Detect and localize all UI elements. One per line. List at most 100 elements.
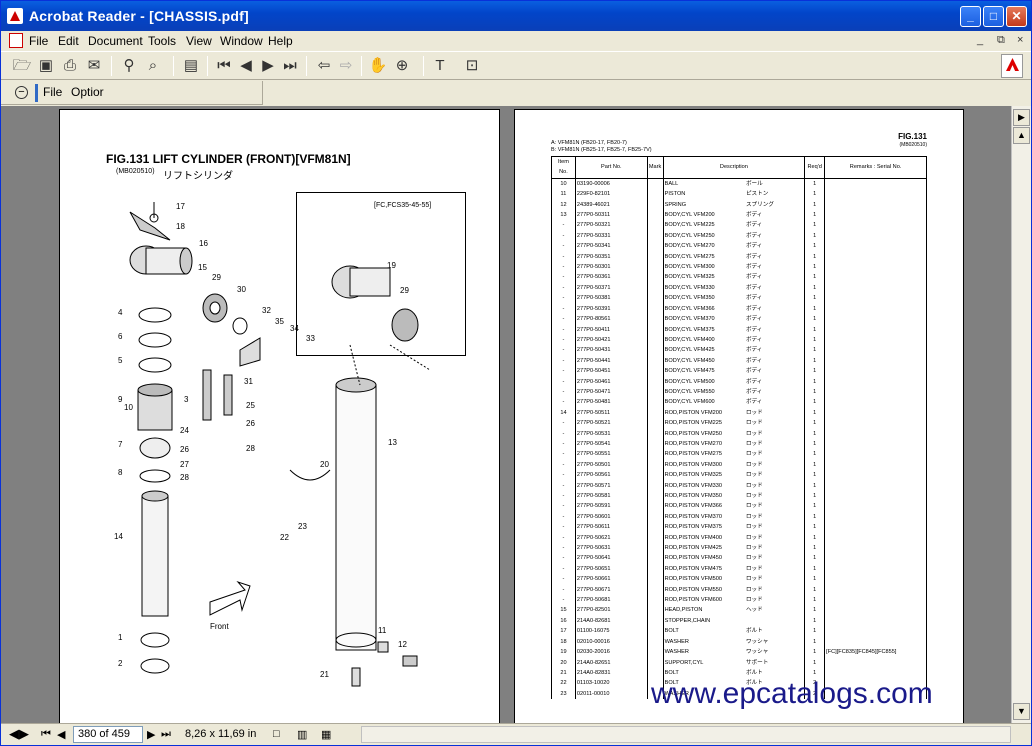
cell-item: 20 — [551, 657, 576, 668]
last-page-status-icon[interactable]: ⏭ — [161, 728, 171, 740]
scroll-up-icon[interactable]: ▲ — [1013, 127, 1030, 144]
scroll-right-icon[interactable]: ▶ — [1013, 109, 1030, 126]
cell-desc: BODY,CYL VFM450 — [662, 355, 745, 367]
page-number-field[interactable]: 380 of 459 — [73, 726, 143, 743]
cell-rem — [824, 376, 927, 387]
cell-rem — [824, 678, 927, 689]
cell-qty: 1 — [804, 407, 826, 419]
search-icon[interactable]: ⚲ — [123, 57, 135, 74]
cell-desc: ROD,PISTON VFM225 — [662, 418, 745, 429]
minimize-button[interactable]: _ — [960, 6, 981, 27]
cell-qty: 2 — [804, 688, 826, 700]
callout-35: 35 — [275, 317, 284, 326]
cell-desc: WASHER — [662, 688, 745, 700]
close-button[interactable]: ✕ — [1006, 6, 1027, 27]
menu-help[interactable]: Help — [268, 34, 293, 48]
open-icon[interactable]: 🗁 — [12, 57, 32, 74]
callout-6: 6 — [118, 332, 123, 341]
bookmarks-icon[interactable]: ▤ — [183, 57, 199, 74]
last-page-icon[interactable]: ⏭ — [283, 57, 297, 74]
continuous-icon[interactable]: ▥ — [297, 729, 308, 741]
email-icon[interactable]: ✉ — [87, 57, 101, 74]
toolbar-file-button[interactable]: File — [43, 85, 63, 99]
menu-window[interactable]: Window — [220, 34, 263, 48]
previous-page-status-icon[interactable]: ◀ — [57, 729, 66, 741]
cell-item: - — [551, 501, 576, 512]
cell-part: 277P0-50351 — [574, 251, 648, 263]
snapshot-icon[interactable]: ⊡ — [465, 57, 479, 74]
cell-item: - — [551, 449, 576, 460]
toolbar-options-button[interactable]: Optior — [71, 85, 104, 99]
text-select-icon[interactable]: T — [435, 57, 445, 74]
cell-rem — [824, 262, 927, 273]
cell-desc: BOLT — [662, 678, 745, 689]
collapse-icon[interactable]: − — [15, 86, 28, 99]
hand-tool-icon[interactable]: ✋ — [368, 57, 388, 74]
cell-item: 10 — [551, 178, 576, 190]
doc-close-button[interactable]: × — [1017, 34, 1024, 46]
cell-desc: WASHER — [662, 647, 745, 658]
maximize-button[interactable]: □ — [983, 6, 1004, 27]
menu-edit[interactable]: Edit — [58, 34, 79, 48]
cell-rem — [824, 241, 927, 252]
first-page-status-icon[interactable]: ⏮ — [41, 728, 51, 740]
cell-mark — [646, 595, 664, 606]
callout-11: 11 — [378, 626, 387, 635]
cell-mark — [646, 199, 664, 211]
cell-desc: ROD,PISTON VFM270 — [662, 438, 745, 450]
doc-restore-button[interactable]: ⧉ — [997, 34, 1005, 46]
cell-jp: サポート — [744, 657, 806, 668]
cell-mark — [646, 657, 664, 668]
doc-minimize-button[interactable]: _ — [977, 34, 984, 46]
back-icon[interactable]: ⇦ — [317, 57, 331, 74]
cell-desc: BODY,CYL VFM600 — [662, 397, 745, 408]
first-page-icon[interactable]: ⏮ — [217, 57, 231, 74]
callout-2: 2 — [118, 659, 123, 668]
menu-document[interactable]: Document — [88, 34, 143, 48]
next-page-status-icon[interactable]: ▶ — [147, 729, 156, 741]
cell-jp: ボディ — [744, 386, 806, 398]
cell-jp: ボディ — [744, 314, 806, 325]
cell-item: - — [551, 574, 576, 585]
menu-view[interactable]: View — [186, 34, 212, 48]
single-page-icon[interactable]: □ — [273, 728, 280, 740]
next-page-icon[interactable]: ▶ — [262, 57, 274, 74]
facing-pages-icon[interactable]: ▦ — [321, 729, 332, 741]
previous-page-icon[interactable]: ◀ — [240, 57, 252, 74]
cell-item: - — [551, 563, 576, 575]
cell-rem — [824, 220, 927, 231]
cell-item: 15 — [551, 605, 576, 616]
cell-qty: 1 — [804, 584, 826, 596]
cell-rem — [824, 491, 927, 502]
cell-jp: ヘッド — [744, 605, 806, 616]
cell-part: 277P0-50571 — [574, 480, 648, 491]
cell-mark — [646, 418, 664, 429]
cell-item: - — [551, 241, 576, 252]
inset-box — [296, 192, 466, 356]
scroll-down-icon[interactable]: ▼ — [1013, 703, 1030, 720]
menu-tools[interactable]: Tools — [148, 34, 177, 48]
cell-rem — [824, 428, 927, 439]
print-icon[interactable]: ⎙ — [63, 57, 76, 74]
save-icon[interactable]: ▣ — [38, 57, 54, 74]
cell-qty: 1 — [804, 522, 826, 533]
menu-file[interactable]: File — [29, 34, 49, 48]
panel-toggle-icon[interactable]: ◀▶ — [9, 726, 29, 741]
horizontal-scrollbar[interactable] — [361, 726, 1011, 743]
find-icon[interactable]: ⌕ — [148, 57, 158, 74]
vertical-scrollbar[interactable]: ▶ ▲ ▼ — [1011, 106, 1031, 723]
cell-part: 277P0-50381 — [574, 293, 648, 304]
document-viewer[interactable]: FIG.131 LIFT CYLINDER (FRONT)[VFM81N] (M… — [1, 106, 1011, 723]
zoom-icon[interactable]: ⊕ — [395, 57, 409, 74]
cell-desc: HEAD,PISTON — [662, 605, 745, 616]
cell-qty: 1 — [804, 210, 826, 221]
callout-19: 19 — [387, 261, 396, 270]
forward-icon[interactable]: ⇨ — [339, 57, 353, 74]
cell-desc: WASHER — [662, 636, 745, 648]
cell-qty: 1 — [804, 595, 826, 606]
cell-jp: ロッド — [744, 470, 806, 481]
